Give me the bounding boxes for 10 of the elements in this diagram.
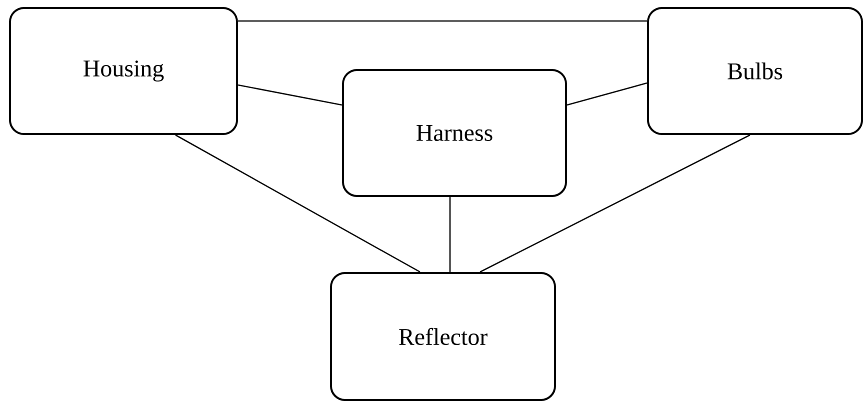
- connector-line: [238, 84, 342, 106]
- connector-line: [449, 197, 451, 272]
- connector-line: [566, 82, 648, 106]
- component-box: Harness: [342, 69, 567, 197]
- connector-line: [175, 134, 420, 273]
- component-box: Bulbs: [647, 7, 863, 135]
- connector-line: [238, 20, 647, 22]
- component-box: Housing: [9, 7, 238, 135]
- connector-line: [480, 134, 750, 273]
- component-box: Reflector: [330, 272, 556, 401]
